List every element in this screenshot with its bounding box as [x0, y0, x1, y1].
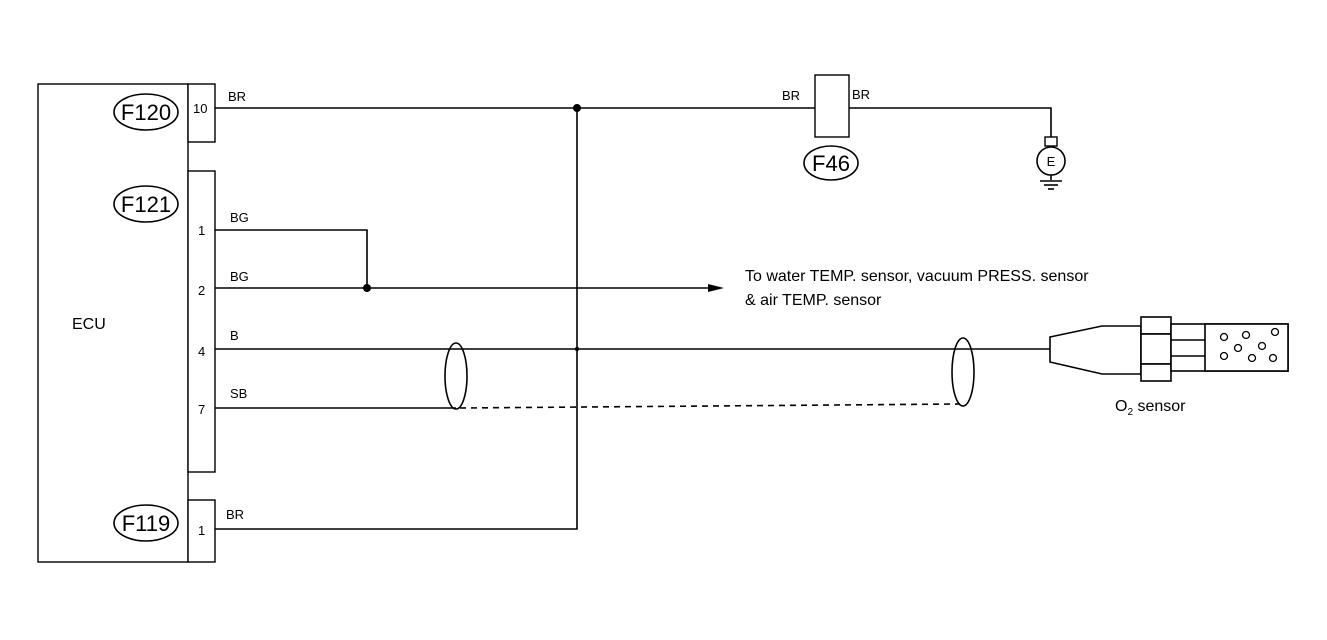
pin-f121-7: 7: [198, 402, 205, 417]
o2-sensor-icon: [1049, 316, 1289, 382]
ecu-label: ECU: [72, 316, 106, 333]
connector-f46-block: [814, 74, 850, 138]
wires: [215, 107, 1052, 530]
shield-ring-right: [951, 337, 975, 407]
svg-text:F46: F46: [812, 151, 850, 176]
arrow-head-icon: [708, 284, 724, 292]
destination-note-line2: & air TEMP. sensor: [745, 292, 882, 309]
junction-dot: [573, 104, 581, 112]
connector-f120-tag: F120: [113, 93, 179, 131]
ground-icon: E: [1036, 136, 1066, 190]
pin-f121-2: 2: [198, 283, 205, 298]
junction-dot: [574, 346, 580, 352]
svg-text:F121: F121: [121, 192, 171, 217]
connector-f120-block: [187, 83, 216, 143]
o2-sensor-label: O2 sensor: [1115, 398, 1186, 418]
connector-f121-tag: F121: [113, 185, 179, 223]
wire-color-f121-4: B: [230, 328, 239, 343]
pin-f120-10: 10: [193, 101, 207, 116]
svg-text:F120: F120: [121, 100, 171, 125]
wire-color-f120-10: BR: [228, 89, 246, 104]
connector-f119-block: [187, 499, 216, 563]
connector-f121-block: [187, 170, 216, 473]
svg-text:E: E: [1047, 154, 1056, 169]
destination-note-line1: To water TEMP. sensor, vacuum PRESS. sen…: [745, 268, 1089, 285]
connector-f46-tag: F46: [803, 145, 859, 181]
wire-color-f121-2: BG: [230, 269, 249, 284]
pin-f121-1: 1: [198, 223, 205, 238]
junction-dot: [363, 284, 371, 292]
wire-color-f46-out: BR: [852, 87, 870, 102]
wire-color-f119-1: BR: [226, 507, 244, 522]
wire-color-f121-7: SB: [230, 386, 247, 401]
svg-text:F119: F119: [122, 511, 171, 536]
shield-ring-left: [444, 342, 468, 410]
ecu-box: [37, 83, 189, 563]
pin-f119-1: 1: [198, 523, 205, 538]
wire-color-f121-1: BG: [230, 210, 249, 225]
pin-f121-4: 4: [198, 344, 205, 359]
connector-f119-tag: F119: [113, 504, 179, 542]
wire-color-f46-in: BR: [782, 88, 800, 103]
